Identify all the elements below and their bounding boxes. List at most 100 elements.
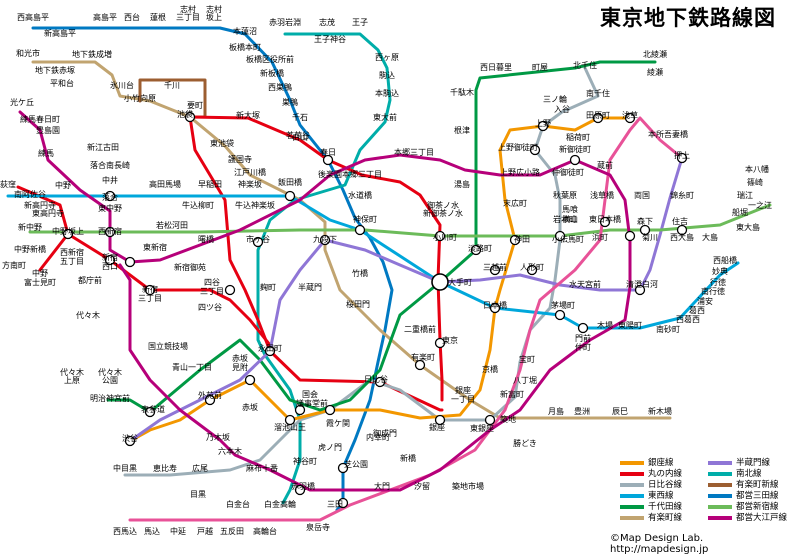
station-label[interactable]: 駒込 (379, 70, 395, 80)
station-label[interactable]: 荻窪 (0, 179, 16, 189)
station-label[interactable]: 高田馬場 (149, 179, 181, 189)
station-label[interactable]: 市ヶ谷 (246, 234, 270, 244)
station-label[interactable]: 小川町 (433, 233, 457, 242)
station-label[interactable]: 四ツ谷 (198, 303, 222, 312)
station-label[interactable]: 広尾 (192, 463, 208, 473)
station-label[interactable]: 要町 (187, 101, 203, 110)
station-label[interactable]: 仲町 (575, 342, 591, 352)
station-label[interactable]: 九段下 (313, 234, 337, 244)
station-label[interactable]: 東新宿 (143, 242, 167, 252)
station-label[interactable]: 馬喰 (562, 204, 578, 214)
station-label[interactable]: 都庁前 (78, 275, 102, 285)
station-label[interactable]: 西馬込 (113, 527, 137, 536)
station-label[interactable]: 西口 (102, 262, 118, 271)
station-label[interactable]: 浜町 (592, 232, 608, 242)
station-label[interactable]: 高島平 (93, 12, 117, 22)
station-label[interactable]: 中野 (55, 180, 71, 190)
station-label[interactable]: 仲御徒町 (552, 167, 584, 177)
station-label[interactable]: 八丁堀 (513, 376, 537, 385)
station-label[interactable]: 竹橋 (352, 268, 368, 278)
station-label[interactable]: 西新宿 (60, 247, 84, 257)
station-label[interactable]: 本八幡 (745, 164, 769, 174)
station-label[interactable]: 春日 (320, 147, 336, 157)
station-label[interactable]: 千駄木 (450, 87, 474, 97)
station-label[interactable]: 南砂町 (656, 324, 680, 334)
station-label[interactable]: 表参道 (141, 404, 165, 414)
station-label[interactable]: 千川 (164, 80, 180, 90)
station-label[interactable]: 湯島 (454, 179, 470, 189)
station-label[interactable]: 南行徳 (701, 286, 725, 296)
station-label[interactable]: 日本橋 (483, 300, 507, 310)
station-label[interactable]: 新宿 (142, 284, 158, 294)
station-label[interactable]: 築地 (500, 414, 516, 424)
station-dot[interactable] (432, 274, 448, 290)
station-label[interactable]: 西ヶ原 (375, 53, 399, 62)
station-label[interactable]: 大手町 (448, 277, 472, 287)
station-label[interactable]: 錦糸町 (670, 190, 694, 200)
station-label[interactable]: 永田町 (258, 343, 282, 353)
station-label[interactable]: 芝公園 (344, 459, 368, 469)
station-label[interactable]: 南阿佐谷 (14, 189, 46, 199)
station-label[interactable]: 東銀座 (470, 423, 494, 433)
station-label[interactable]: 菊川 (642, 232, 658, 242)
station-label[interactable]: 茗荷谷 (286, 130, 310, 140)
station-label[interactable]: 小伝馬町 (552, 234, 584, 244)
station-label[interactable]: 王子神谷 (314, 34, 346, 44)
station-label[interactable]: 豊島園 (36, 125, 60, 135)
station-label[interactable]: 溜池山王 (274, 422, 306, 432)
station-label[interactable]: 西大島 (670, 232, 694, 242)
station-label[interactable]: 本駒込 (375, 88, 399, 98)
station-label[interactable]: 銀座 (429, 422, 445, 432)
shinjuku-line[interactable] (30, 205, 770, 236)
station-label[interactable]: 新高島平 (44, 28, 76, 38)
station-label[interactable]: 新板橋 (260, 68, 284, 78)
station-label[interactable]: 国立競技場 (148, 341, 188, 351)
station-label[interactable]: 外苑前 (198, 390, 222, 400)
station-label[interactable]: 麹町 (260, 282, 276, 292)
station-label[interactable]: 三丁目 (200, 287, 224, 296)
station-label[interactable]: 人形町 (520, 263, 544, 272)
station-label[interactable]: 大門 (374, 481, 390, 491)
station-label[interactable]: 牛込神楽坂 (235, 200, 275, 210)
station-label[interactable]: 東大島 (736, 222, 760, 232)
station-label[interactable]: 西日暮里 (480, 62, 512, 72)
station-label[interactable]: 茅場町 (551, 300, 575, 310)
station-label[interactable]: 清澄白河 (626, 279, 658, 289)
station-label[interactable]: 見附 (232, 362, 248, 372)
station-label[interactable]: 西台 (124, 12, 140, 22)
station-label[interactable]: 中井 (102, 175, 118, 185)
station-label[interactable]: 東池袋 (210, 138, 234, 148)
station-label[interactable]: 高輪台 (253, 526, 277, 536)
station-dot[interactable] (356, 226, 365, 235)
station-label[interactable]: 六本木 (218, 446, 242, 456)
station-label[interactable]: 西船橋 (713, 255, 737, 265)
station-label[interactable]: 有楽町 (411, 352, 435, 362)
station-label[interactable]: 行徳 (710, 277, 726, 287)
station-label[interactable]: 三田 (327, 500, 343, 509)
station-label[interactable]: 白金高輪 (264, 499, 296, 509)
station-label[interactable]: 月島 (548, 406, 564, 416)
station-label[interactable]: 和光市 (16, 48, 40, 58)
station-label[interactable]: 豊洲 (574, 406, 590, 416)
station-label[interactable]: 志茂 (319, 17, 335, 27)
station-label[interactable]: 水道橋 (348, 190, 372, 200)
station-label[interactable]: 国会 (302, 389, 318, 399)
station-label[interactable]: 江戸川橋 (234, 167, 266, 177)
station-label[interactable]: 秋葉原 (553, 190, 577, 200)
station-label[interactable]: 千石 (292, 112, 308, 122)
station-label[interactable]: 東日本橋 (589, 214, 621, 224)
station-label[interactable]: 末広町 (503, 198, 527, 208)
station-label[interactable]: 一丁目 (451, 395, 475, 404)
station-label[interactable]: 田原町 (586, 111, 610, 120)
station-label[interactable]: 霞ケ関 (326, 419, 350, 428)
station-label[interactable]: 五丁目 (60, 257, 84, 266)
station-label[interactable]: 東中野 (98, 203, 122, 213)
station-label[interactable]: 二重橋前 (404, 324, 436, 334)
station-label[interactable]: 氷川台 (110, 80, 134, 90)
station-label[interactable]: 富士見町 (24, 277, 56, 287)
station-label[interactable]: 半蔵門 (298, 282, 322, 292)
station-label[interactable]: 方南町 (2, 260, 26, 270)
station-label[interactable]: 板橋本町 (229, 42, 261, 52)
station-label[interactable]: 赤坂 (232, 353, 248, 363)
station-label[interactable]: 明治神宮前 (90, 393, 130, 403)
